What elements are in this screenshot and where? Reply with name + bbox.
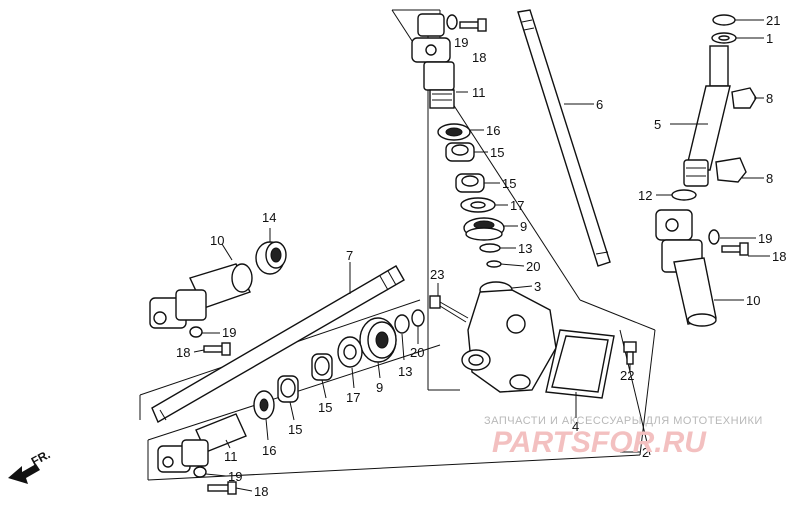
- callout-6: 6: [596, 97, 603, 112]
- callout-13-top: 13: [518, 241, 532, 256]
- bolt-18-left: [203, 342, 231, 356]
- bearing-15-top-a: [445, 142, 475, 162]
- callout-16-bottom: 16: [262, 443, 276, 458]
- callout-8-lower: 8: [766, 171, 773, 186]
- callout-19-left: 19: [222, 325, 236, 340]
- callout-16-top: 16: [486, 123, 500, 138]
- callout-21: 21: [766, 13, 780, 28]
- callout-10-left: 10: [210, 233, 224, 248]
- shaft-5: [683, 45, 731, 187]
- leader-lines: [193, 19, 770, 492]
- long-shaft-7: [151, 265, 405, 424]
- callout-1: 1: [766, 31, 773, 46]
- washer-12: [671, 189, 697, 201]
- cover-plate-4: [545, 329, 615, 399]
- callout-17-top: 17: [510, 198, 524, 213]
- shim-17-top: [460, 197, 496, 213]
- washer-19-top: [446, 14, 458, 30]
- bolt-23: [429, 295, 469, 323]
- long-shaft-6: [517, 9, 611, 267]
- callout-4: 4: [572, 419, 579, 434]
- callout-7: 7: [346, 248, 353, 263]
- bearing-16-top: [437, 123, 471, 141]
- callout-20-top: 20: [526, 259, 540, 274]
- upper-universal-joint: [411, 13, 455, 109]
- bearing-16-bottom: [253, 390, 275, 420]
- callout-18-left: 18: [176, 345, 190, 360]
- bearing-15-top-b: [455, 173, 485, 193]
- gear-case-3: [461, 281, 557, 393]
- bearing-15-bottom-b: [277, 375, 299, 403]
- gear-9-top: [463, 217, 505, 241]
- callout-20-bottom: 20: [410, 345, 424, 360]
- washer-19-left: [189, 326, 203, 338]
- callout-18-bottom: 18: [254, 484, 268, 499]
- direction-label: FR.: [29, 447, 53, 468]
- universal-joint-left-10: [149, 263, 253, 329]
- callout-8-upper: 8: [766, 91, 773, 106]
- washer-13-top: [479, 243, 501, 253]
- washer-1: [711, 32, 737, 44]
- callout-22: 22: [620, 368, 634, 383]
- callout-15-bottom-b: 15: [288, 422, 302, 437]
- bolt-18-top: [459, 18, 487, 32]
- callout-2: 2: [642, 445, 649, 460]
- callout-19-top: 19: [454, 35, 468, 50]
- callout-9-top: 9: [520, 219, 527, 234]
- washer-19-bottom: [193, 466, 207, 478]
- callout-19-bottom: 19: [228, 469, 242, 484]
- callout-12: 12: [638, 188, 652, 203]
- nut-8-upper: [731, 87, 757, 109]
- gear-9-bottom: [359, 317, 397, 363]
- callout-11-bottom: 11: [224, 449, 238, 464]
- callout-11-top: 11: [472, 85, 486, 100]
- callout-18-right: 18: [772, 249, 786, 264]
- bolt-18-right: [721, 242, 749, 256]
- callout-17-bottom: 17: [346, 390, 360, 405]
- circlip-20-top: [486, 260, 502, 268]
- callout-15-top-a: 15: [490, 145, 504, 160]
- watermark-brand: PARTSFOR.RU: [492, 426, 707, 459]
- bearing-14: [255, 241, 287, 275]
- shim-17-bottom: [337, 336, 363, 368]
- watermark: ЗАПЧАСТИ И АКСЕССУАРЫ ДЛЯ МОТОТЕХНИКИ PA…: [484, 415, 763, 459]
- callout-23: 23: [430, 267, 444, 282]
- callout-15-bottom-a: 15: [318, 400, 332, 415]
- universal-joint-right: [655, 209, 717, 327]
- callout-13-bottom: 13: [398, 364, 412, 379]
- bearing-15-bottom-a: [311, 353, 333, 381]
- watermark-tagline: ЗАПЧАСТИ И АКСЕССУАРЫ ДЛЯ МОТОТЕХНИКИ: [484, 415, 763, 427]
- nut-8-lower: [715, 157, 747, 183]
- callout-5: 5: [654, 117, 661, 132]
- washer-19-right: [708, 229, 720, 245]
- washer-13-bottom: [394, 314, 410, 334]
- callout-9-bottom: 9: [376, 380, 383, 395]
- circlip-20-bottom: [411, 309, 425, 327]
- circlip-21: [712, 14, 736, 26]
- callout-14: 14: [262, 210, 276, 225]
- callout-numbers: 21 1 8 5 8 12 19 18 10 6 19 18 11 16 15 …: [176, 13, 786, 499]
- callout-10-right: 10: [746, 293, 760, 308]
- universal-joint-bottom-11: [157, 413, 247, 473]
- front-direction-arrow: FR.: [8, 447, 52, 484]
- callout-15-top-b: 15: [502, 176, 516, 191]
- callout-19-right: 19: [758, 231, 772, 246]
- callout-3: 3: [534, 279, 541, 294]
- callout-18-top: 18: [472, 50, 486, 65]
